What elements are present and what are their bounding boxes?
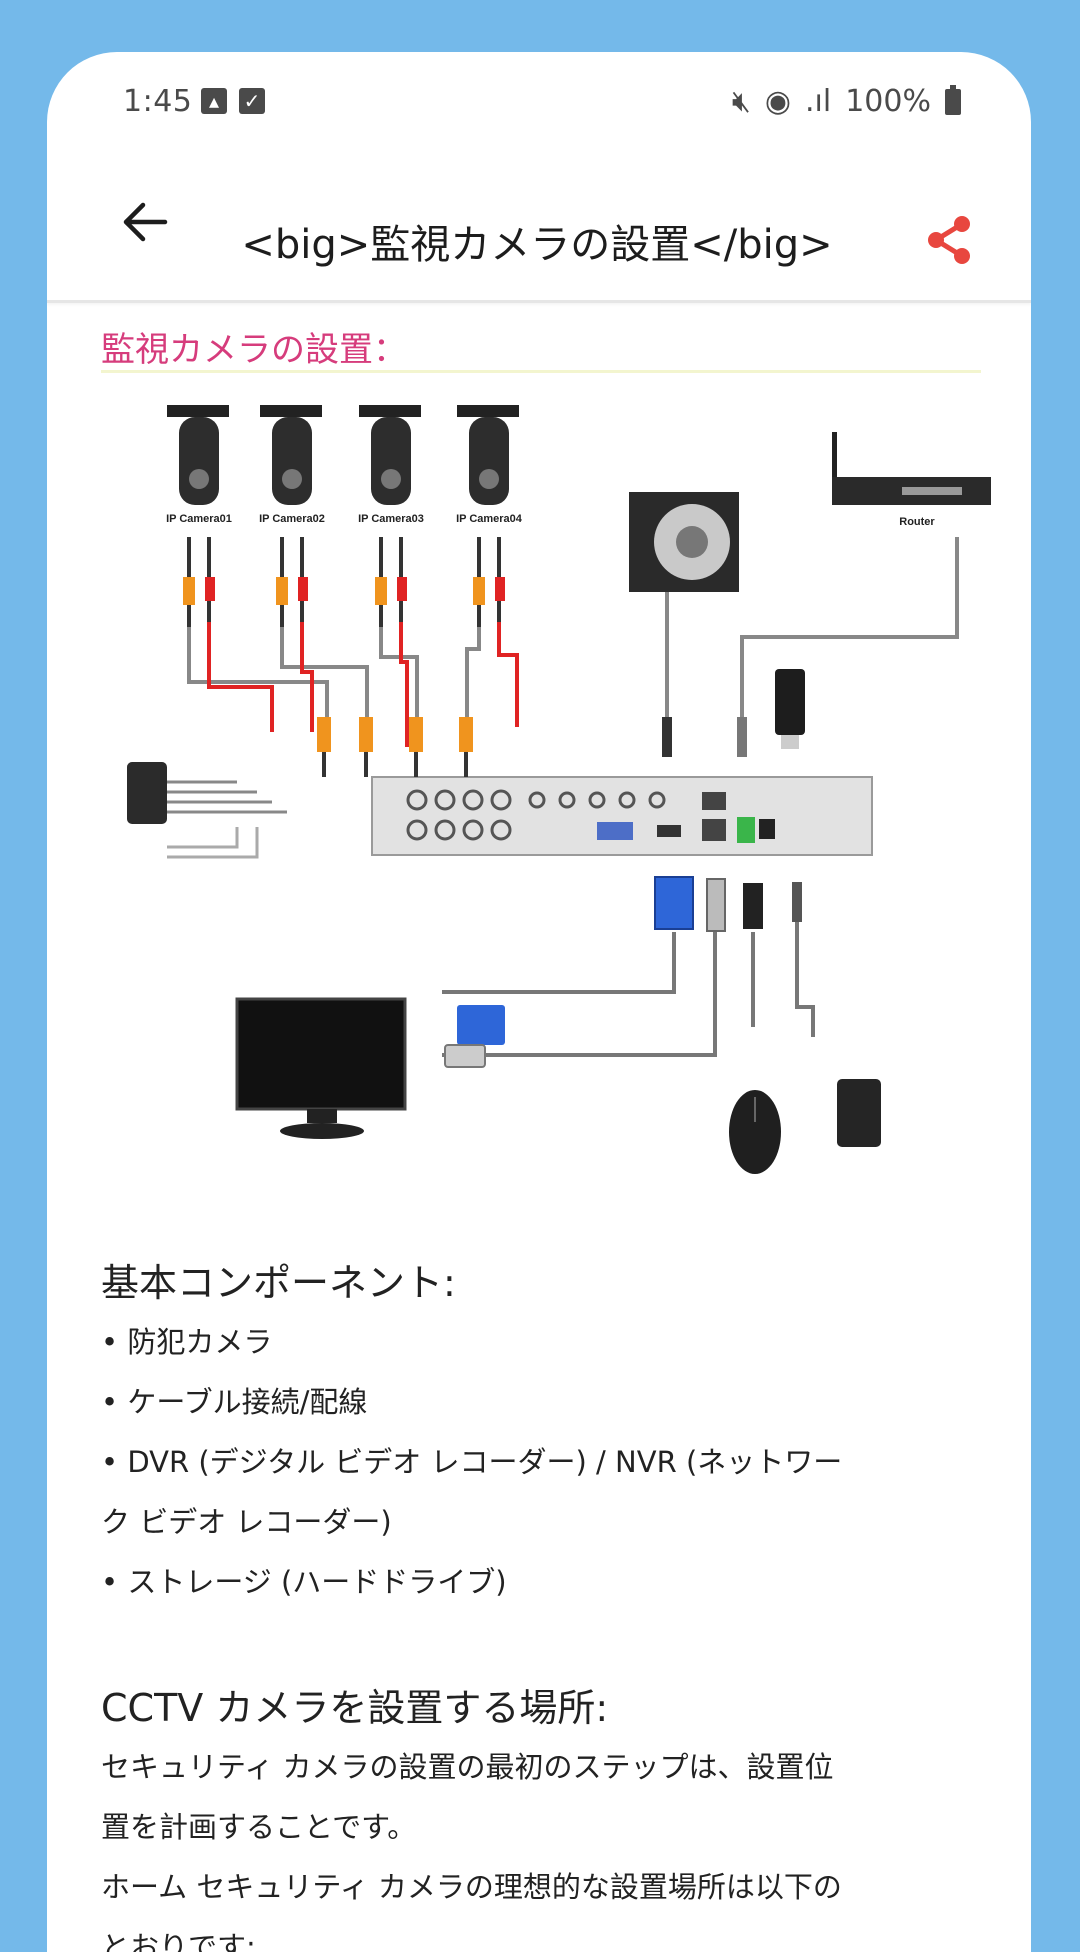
component-item: • ストレージ (ハードドライブ) (101, 1565, 507, 1599)
component-item: • DVR (デジタル ビデオ レコーダー) / NVR (ネットワー (101, 1445, 843, 1479)
camera-2 (260, 405, 322, 505)
usb-stick (775, 669, 805, 749)
camera-4 (457, 405, 519, 505)
checkbox-icon: ✓ (239, 88, 265, 114)
camera-3 (359, 405, 421, 505)
vga-plug (457, 1005, 505, 1045)
power-connector (792, 882, 802, 922)
section-heading: 監視カメラの設置： (101, 322, 981, 373)
signal-icon: .ıl (805, 84, 832, 119)
component-item: • 防犯カメラ (101, 1325, 273, 1359)
mute-icon: 🔇︎ (731, 84, 751, 119)
hotspot-icon: ◉ (764, 84, 791, 119)
body-text: セキュリティ カメラの設置の最初のステップは、設置位 (101, 1750, 834, 1784)
body-text: ホーム セキュリティ カメラの理想的な設置場所は以下の (101, 1870, 842, 1904)
power-adapter-2 (837, 1079, 881, 1147)
app-screen: 1:45 ▴ ✓ 🔇︎ ◉ .ıl 100% <big>監視カメラの設置</bi… (47, 52, 1031, 1952)
usb-connector (743, 883, 763, 929)
vga-connector (654, 876, 694, 930)
location-title: CCTV カメラを設置する場所: (101, 1686, 609, 1730)
battery-icon (945, 84, 961, 115)
power-adapter (127, 762, 287, 859)
camera-label-1: IP Camera01 (166, 513, 232, 525)
battery-percent: 100% (845, 84, 931, 119)
share-icon[interactable] (922, 212, 978, 268)
camera-label-2: IP Camera02 (259, 513, 325, 525)
components-title: 基本コンポーネント: (101, 1261, 456, 1305)
gallery-icon: ▴ (201, 88, 227, 114)
monitor (235, 997, 407, 1139)
app-bar: <big>監視カメラの設置</big> (47, 152, 1031, 303)
back-arrow-icon[interactable] (115, 192, 175, 252)
status-bar: 1:45 ▴ ✓ 🔇︎ ◉ .ıl 100% (47, 52, 1031, 152)
component-item: ク ビデオ レコーダー) (101, 1505, 392, 1539)
camera-label-3: IP Camera03 (358, 513, 424, 525)
hdmi-plug (444, 1044, 486, 1068)
speaker (629, 492, 739, 717)
router: Router (740, 432, 991, 717)
status-time: 1:45 (123, 84, 193, 119)
page-title: <big>監視カメラの設置</big> (241, 222, 833, 268)
component-item: • ケーブル接続/配線 (101, 1385, 368, 1419)
dvr-recorder (371, 776, 873, 856)
cctv-wiring-diagram: IP Camera01 IP Camera02 IP Camera03 IP C… (127, 405, 991, 1174)
body-text: 置を計画することです。 (101, 1810, 417, 1844)
body-text: とおりです: (101, 1930, 256, 1952)
camera-1 (167, 405, 229, 505)
hdmi-connector (706, 878, 726, 932)
router-label: Router (899, 516, 935, 528)
camera-label-4: IP Camera04 (456, 513, 523, 525)
mouse (729, 1090, 781, 1174)
